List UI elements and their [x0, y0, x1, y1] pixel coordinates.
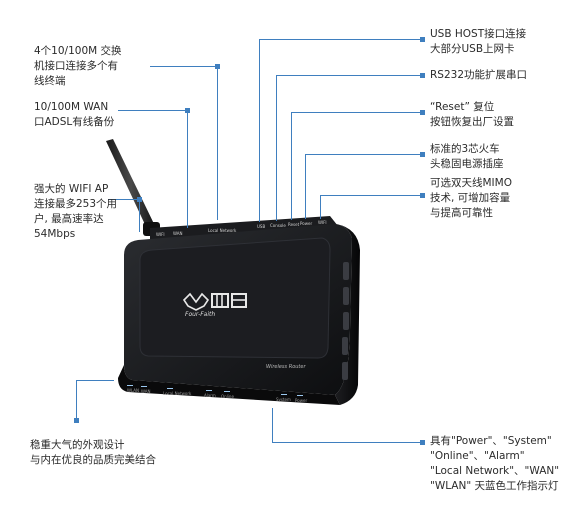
leader-usb-h	[259, 39, 425, 40]
annotation-line: 强大的 WIFI AP	[34, 183, 109, 195]
annotation-line: 稳重大气的外观设计	[30, 439, 125, 451]
annotation-leds: 具有"Power"、"System" "Online"、"Alarm" "Loc…	[430, 434, 559, 494]
annotation-design: 稳重大气的外观设计 与内在优良的品质完美结合	[30, 438, 156, 468]
leader-design-h	[76, 380, 114, 381]
back-label-power: Power	[300, 221, 313, 226]
leader-rs232-v	[276, 75, 277, 221]
annotation-line: 可选双天线MIMO	[430, 177, 512, 189]
annotation-line: 4个10/100M 交换	[34, 45, 122, 57]
leader-leds-end	[420, 440, 425, 445]
leader-mimo-h	[320, 195, 425, 196]
annotation-line: 线终端	[34, 75, 66, 87]
back-label-usb: USB	[257, 224, 266, 229]
front-label-wan: WAN	[141, 389, 151, 394]
router-back-panel	[150, 216, 338, 240]
annotation-line: 标准的3芯火车	[430, 143, 500, 155]
front-label-system: System	[276, 397, 291, 402]
leader-wifi-v	[139, 199, 140, 232]
leader-mimo-v	[320, 195, 321, 219]
annotation-line: 与内在优良的品质完美结合	[30, 454, 156, 466]
brand-logo	[182, 292, 247, 311]
side-vents	[342, 262, 349, 380]
back-label-console: Console	[270, 223, 286, 228]
front-leds	[127, 385, 303, 396]
leader-wan-v	[187, 110, 188, 228]
annotation-line: 口ADSL有线备份	[34, 116, 115, 128]
annotation-line: 户, 最高速率达	[34, 213, 104, 225]
annotation-line: "Local Network"、"WAN"	[430, 465, 560, 477]
router-right-side	[335, 224, 360, 405]
annotation-line: 与提高可靠性	[430, 207, 493, 219]
annotation-line: 机接口连接多个有	[34, 60, 118, 72]
annotation-mimo: 可选双天线MIMO 技术, 可增加容量 与提高可靠性	[430, 176, 512, 221]
leader-leds-v	[272, 408, 273, 443]
annotation-line: 大部分USB上网卡	[430, 43, 515, 55]
back-label-wifi-2: WIFI	[318, 220, 327, 225]
annotation-line: RS232功能扩展串口	[430, 69, 528, 81]
back-label-wifi: WIFI	[156, 232, 165, 237]
annotation-line: 技术, 可增加容量	[430, 192, 511, 204]
leader-wifi-h	[108, 199, 140, 200]
annotation-line: 具有"Power"、"System"	[430, 435, 552, 447]
leader-reset-h	[291, 112, 425, 113]
leader-power-h	[305, 154, 425, 155]
front-label-online: Online	[221, 394, 234, 399]
annotation-line: “Reset” 复位	[430, 101, 495, 113]
leader-mimo-end	[420, 193, 425, 198]
annotation-power: 标准的3芯火车 头稳固电源插座	[430, 142, 504, 172]
leader-wan-end	[185, 108, 190, 113]
annotation-line: "Online"、"Alarm"	[430, 450, 525, 462]
leader-lan-end	[215, 64, 220, 69]
router-top-panel	[139, 237, 331, 359]
annotation-wifi: 强大的 WIFI AP 连接最多253个用 户, 最高速率达 54Mbps	[34, 182, 117, 242]
logo-cn-text: 四信	[212, 294, 214, 295]
leader-wan-h	[118, 110, 188, 111]
leader-lan-h	[150, 66, 218, 67]
leader-rs232-end	[420, 73, 425, 78]
back-label-wan: WAN	[173, 231, 183, 236]
brand-name: Four-Faith	[185, 311, 216, 318]
annotation-line: 按钮恢复出厂设置	[430, 116, 514, 128]
leader-reset-v	[291, 112, 292, 220]
annotation-usb: USB HOST接口连接 大部分USB上网卡	[430, 27, 526, 57]
front-label-power: Power	[295, 398, 308, 403]
annotation-rs232: RS232功能扩展串口	[430, 68, 527, 83]
back-label-local-network: Local Network	[208, 228, 237, 233]
leader-power-v	[305, 154, 306, 219]
leader-power-end	[420, 152, 425, 157]
leader-usb-end	[420, 37, 425, 42]
back-label-reset: Reset	[288, 222, 300, 227]
annotation-wan: 10/100M WAN 口ADSL有线备份	[34, 100, 114, 130]
leader-lan-v	[217, 66, 218, 220]
front-label-wlan: WLAN	[127, 388, 140, 393]
annotation-line: 连接最多253个用	[34, 198, 118, 210]
leader-leds-h	[272, 442, 422, 443]
front-label-local-network: Local Network	[163, 391, 192, 396]
leader-rs232-h	[276, 75, 425, 76]
annotation-line: "WLAN" 天蓝色工作指示灯	[430, 480, 559, 492]
annotation-reset: “Reset” 复位 按钮恢复出厂设置	[430, 100, 514, 130]
front-label-alarm: Alarm	[204, 393, 216, 398]
annotation-line: 54Mbps	[34, 228, 76, 240]
annotation-line: 头稳固电源插座	[430, 158, 504, 170]
annotation-line: 10/100M WAN	[34, 101, 109, 113]
leader-usb-v	[259, 39, 260, 222]
leader-wifi-end	[137, 197, 142, 202]
product-name: Wireless Router	[266, 364, 306, 370]
annotation-lan-ports: 4个10/100M 交换 机接口连接多个有 线终端	[34, 44, 122, 89]
leader-design-v	[76, 380, 77, 420]
annotation-line: USB HOST接口连接	[430, 28, 527, 40]
leader-reset-end	[420, 110, 425, 115]
leader-design-end	[74, 418, 79, 423]
